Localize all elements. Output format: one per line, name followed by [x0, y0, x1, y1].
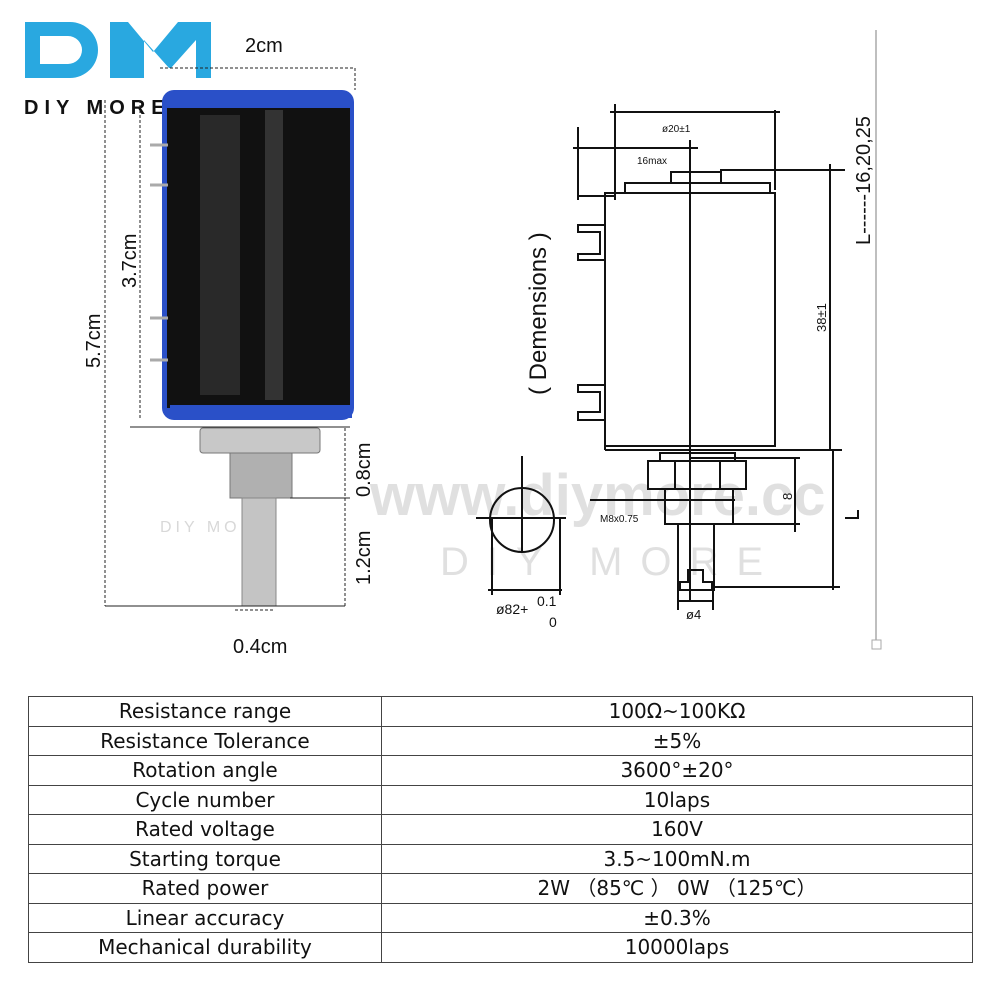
photo-total-height-label: 5.7cm	[83, 314, 105, 368]
drawing-body-height-label: 38±1	[814, 303, 829, 332]
svg-text:www.diymore.cc: www.diymore.cc	[369, 463, 826, 528]
spec-value: 3.5~100mN.m	[381, 843, 973, 874]
drawing-top-width-label: 16max	[637, 156, 667, 167]
spec-label: Rated power	[28, 873, 382, 904]
photo-dimension-lines	[104, 67, 356, 611]
spec-value: ±0.3%	[381, 902, 973, 933]
svg-text:DIY MORE: DIY MORE	[440, 540, 781, 584]
potentiometer-photo	[150, 90, 354, 607]
drawing-bushing-label: 8	[780, 493, 795, 500]
spec-value: 160V	[381, 814, 973, 845]
spec-label: Starting torque	[28, 843, 382, 874]
drawing-thread-label: M8x0.75	[600, 514, 639, 525]
drawing-diameter-label: ø20±1	[662, 124, 691, 135]
spec-row: Linear accuracy±0.3%	[28, 902, 973, 933]
spec-label: Rotation angle	[28, 755, 382, 786]
spec-label: Linear accuracy	[28, 902, 382, 933]
spec-label: Cycle number	[28, 784, 382, 815]
drawing-shaft-diameter-label: ø4	[686, 607, 701, 622]
watermark: www.diymore.cc DIY MORE DIY MORE	[160, 463, 826, 584]
drawing-title: ( Demensions )	[525, 232, 552, 395]
drawing-hole-tol-lower: 0	[549, 614, 557, 630]
spec-value: 10000laps	[381, 932, 973, 963]
spec-label: Resistance Tolerance	[28, 725, 382, 756]
drawing-hole-tol-upper: 0.1	[537, 593, 557, 609]
svg-text:DIY MORE: DIY MORE	[160, 519, 271, 536]
photo-shaft-diameter-label: 0.4cm	[233, 636, 287, 658]
drawing-hole-diameter-label: ø82+	[496, 601, 528, 617]
photo-bushing-label: 0.8cm	[353, 443, 375, 497]
photo-width-label: 2cm	[245, 35, 283, 57]
spec-value: 100Ω~100KΩ	[381, 696, 973, 727]
photo-shaft-height-label: 1.2cm	[353, 531, 375, 585]
spec-label: Resistance range	[28, 696, 382, 727]
spec-label: Rated voltage	[28, 814, 382, 845]
logo-text: DIY MORE	[24, 97, 171, 119]
spec-label: Mechanical durability	[28, 932, 382, 963]
spec-value: 2W （85℃ ） 0W （125℃）	[381, 873, 973, 904]
spec-value: 3600°±20°	[381, 755, 973, 786]
product-diagram: DIY MORE www.diymore.cc DIY MORE DIY MOR…	[24, 22, 882, 658]
brand-logo: DIY MORE	[24, 22, 211, 119]
drawing-length-label: L------16,20,25	[853, 116, 875, 245]
spec-value: 10laps	[381, 784, 973, 815]
photo-body-height-label: 3.7cm	[119, 234, 141, 288]
technical-drawing	[476, 104, 859, 610]
spec-value: ±5%	[381, 725, 973, 756]
spec-row: Resistance Tolerance±5%	[28, 725, 973, 756]
